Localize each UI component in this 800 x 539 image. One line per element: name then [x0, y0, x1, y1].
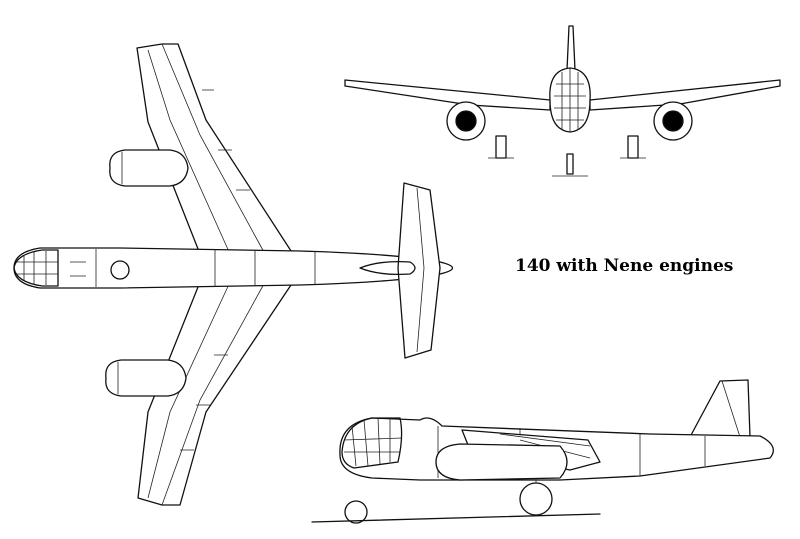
front-view-gear-left [495, 135, 507, 159]
front-view-gear-right [627, 135, 639, 159]
side-view-fin [689, 379, 751, 438]
plan-view-engine-lower [105, 359, 187, 397]
side-view-ground-line [311, 513, 601, 523]
plan-view [13, 43, 454, 506]
plan-view-turret [110, 260, 130, 280]
front-view [344, 25, 781, 177]
side-view-engine [435, 443, 568, 481]
side-view-main-wheel [519, 482, 553, 516]
drawing-caption: 140 with Nene engines [515, 256, 734, 276]
front-view-engine-left-intake [455, 110, 477, 132]
plan-view-upper-wing [136, 43, 294, 255]
front-view-gear-nose [566, 153, 574, 175]
plan-view-cockpit-glazing [13, 249, 59, 287]
plan-view-engine-upper [109, 149, 189, 187]
plan-view-tailplane [397, 182, 441, 359]
front-view-fin [566, 25, 576, 71]
front-view-engine-right-intake [662, 110, 684, 132]
plan-view-fuselage [13, 247, 454, 289]
side-view [311, 379, 774, 524]
side-view-nose-wheel [344, 500, 368, 524]
front-view-wing-left [344, 79, 551, 111]
plan-view-lower-wing [137, 281, 294, 506]
